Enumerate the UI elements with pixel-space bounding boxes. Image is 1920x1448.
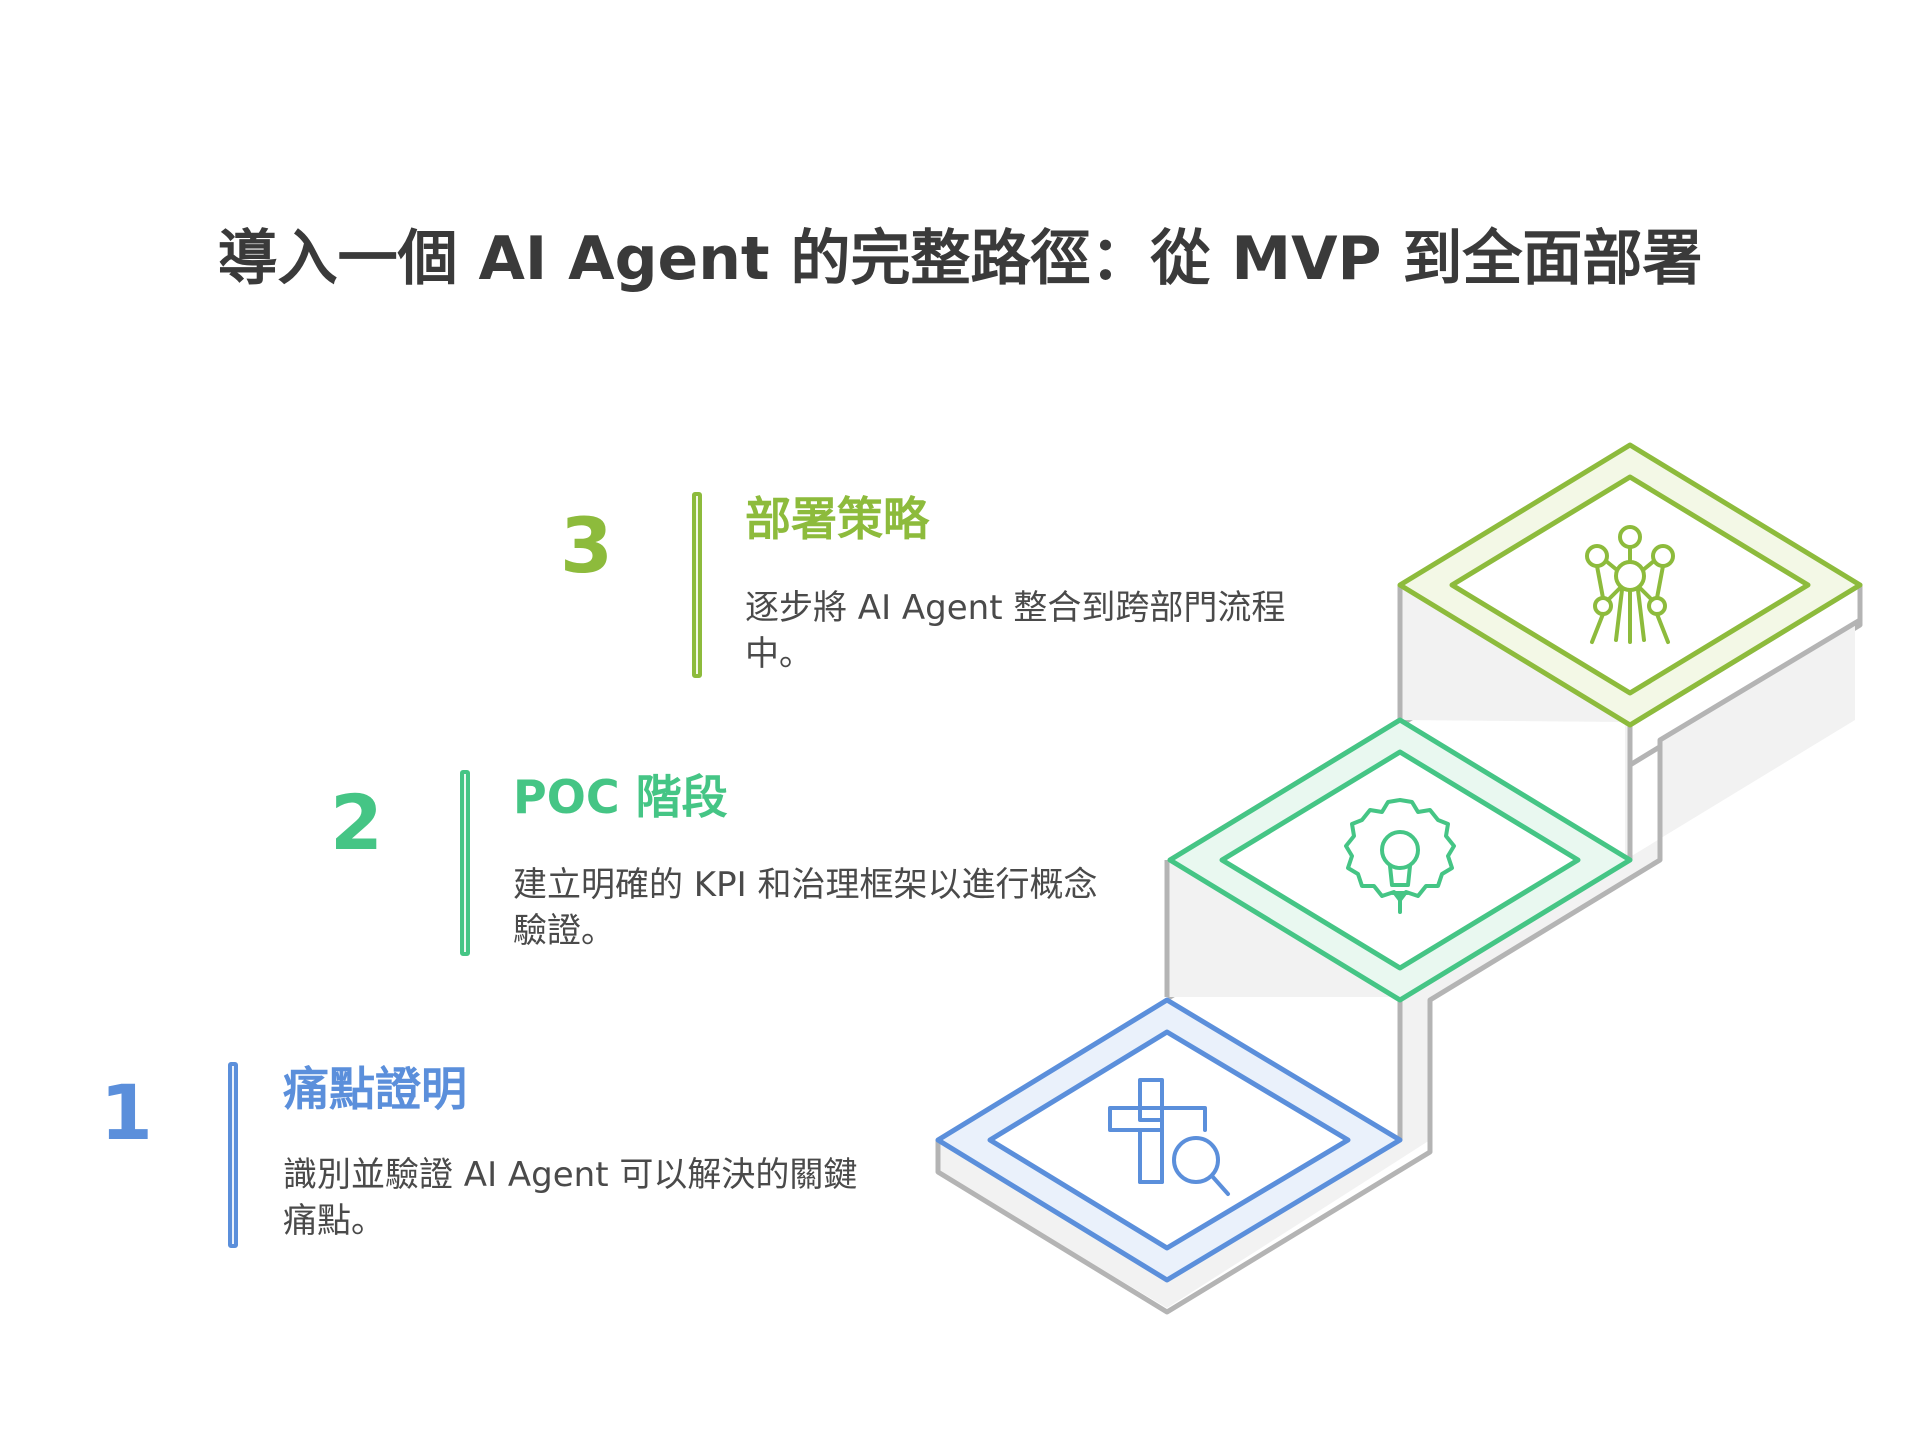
step-2-description: 建立明確的 KPI 和治理框架以進行概念驗證。 xyxy=(513,865,1098,951)
step-1-description: 識別並驗證 AI Agent 可以解決的關鍵痛點。 xyxy=(283,1155,858,1241)
step-1-title: 痛點證明 xyxy=(283,1062,467,1116)
search-puzzle-icon xyxy=(1108,1078,1230,1196)
step-3-platform xyxy=(1397,442,1863,728)
step-3-number: 3 xyxy=(560,501,613,590)
step-1-bar xyxy=(228,1062,238,1248)
step-2-number: 2 xyxy=(330,778,383,867)
step-2-platform xyxy=(1167,717,1633,1003)
step-3-bar xyxy=(692,492,702,678)
step-2-bar xyxy=(460,770,470,956)
step-1-number: 1 xyxy=(100,1068,153,1157)
step-2-title: POC 階段 xyxy=(513,770,728,824)
gear-lightbulb-icon xyxy=(1344,798,1456,914)
page-title: 導入一個 AI Agent 的完整路徑：從 MVP 到全面部署 xyxy=(217,224,1703,294)
step-3-title: 部署策略 xyxy=(745,492,929,546)
step-3-description: 逐步將 AI Agent 整合到跨部門流程中。 xyxy=(745,588,1286,674)
network-tower-icon xyxy=(1585,525,1675,644)
step-1-platform xyxy=(935,997,1403,1283)
